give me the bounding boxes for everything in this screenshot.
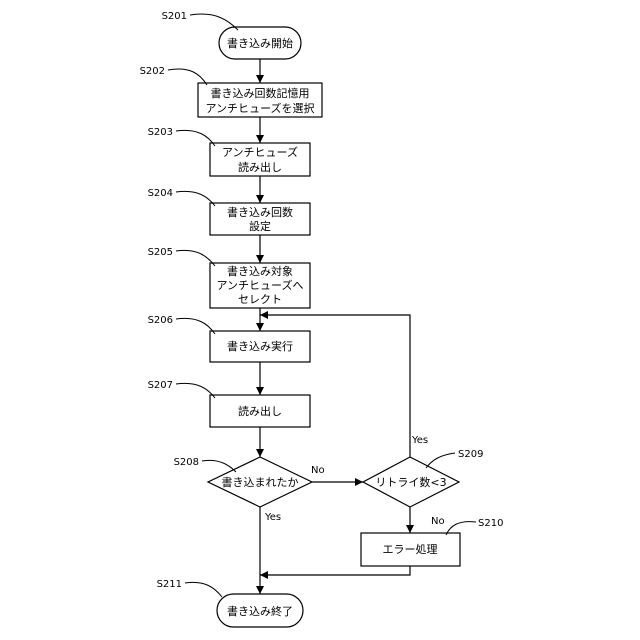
step-s205: 書き込み対象 アンチヒューズへ セレクト S205 [148, 247, 310, 308]
step-s209: リトライ数<3 S209 Yes No [363, 435, 483, 527]
leader-s205 [176, 250, 215, 266]
process-label-s202-line2: アンチヒューズを選択 [205, 101, 314, 115]
step-id-s202: S202 [140, 66, 165, 77]
connector-s210-to-s211 [260, 566, 410, 575]
decision-label-s208: 書き込まれたか [222, 475, 299, 489]
process-label-s210: エラー処理 [383, 543, 438, 556]
step-s207: 読み出し S207 [148, 380, 310, 427]
leader-s211 [185, 582, 222, 597]
process-label-s205-line2: アンチヒューズへ [216, 278, 303, 292]
process-label-s203-line1: アンチヒューズ [222, 145, 298, 159]
end-terminal-label: 書き込み終了 [227, 604, 293, 618]
step-id-s201: S201 [162, 11, 187, 22]
step-id-s206: S206 [148, 315, 173, 326]
leader-s209 [426, 453, 455, 468]
step-id-s207: S207 [148, 380, 173, 391]
start-terminal-label: 書き込み開始 [227, 36, 293, 50]
leader-s208 [202, 460, 236, 472]
branch-label-s209-yes: Yes [411, 435, 428, 446]
process-label-s207: 読み出し [238, 404, 282, 418]
step-s201: 書き込み開始 S201 [162, 11, 301, 59]
step-id-s203: S203 [148, 127, 173, 138]
process-label-s205-line1: 書き込み対象 [227, 264, 293, 278]
step-id-s208: S208 [174, 457, 199, 468]
leader-s203 [176, 130, 215, 146]
step-id-s205: S205 [148, 247, 173, 258]
leader-s206 [176, 318, 215, 334]
step-s208: 書き込まれたか S208 No Yes [174, 457, 325, 523]
process-label-s205-line3: セレクト [238, 293, 282, 306]
process-label-s203-line2: 読み出し [238, 160, 282, 174]
leader-s204 [176, 191, 215, 206]
step-s206: 書き込み実行 S206 [148, 315, 310, 362]
leader-s207 [176, 383, 215, 398]
branch-label-s208-yes: Yes [264, 512, 281, 523]
process-label-s206: 書き込み実行 [227, 339, 293, 353]
step-s204: 書き込み回数 設定 S204 [148, 188, 310, 235]
step-s202: 書き込み回数記憶用 アンチヒューズを選択 S202 [140, 66, 322, 117]
branch-label-s208-no: No [311, 465, 325, 476]
step-id-s210: S210 [478, 518, 503, 529]
decision-label-s209: リトライ数<3 [375, 476, 446, 489]
step-s203: アンチヒューズ 読み出し S203 [148, 127, 310, 176]
process-label-s204-line1: 書き込み回数 [227, 205, 293, 219]
step-s211: 書き込み終了 S211 [157, 579, 303, 627]
process-label-s204-line2: 設定 [249, 219, 271, 233]
step-id-s211: S211 [157, 579, 182, 590]
branch-label-s209-no: No [431, 516, 445, 527]
step-id-s209: S209 [458, 449, 483, 460]
step-id-s204: S204 [148, 188, 173, 199]
process-label-s202-line1: 書き込み回数記憶用 [211, 86, 310, 100]
